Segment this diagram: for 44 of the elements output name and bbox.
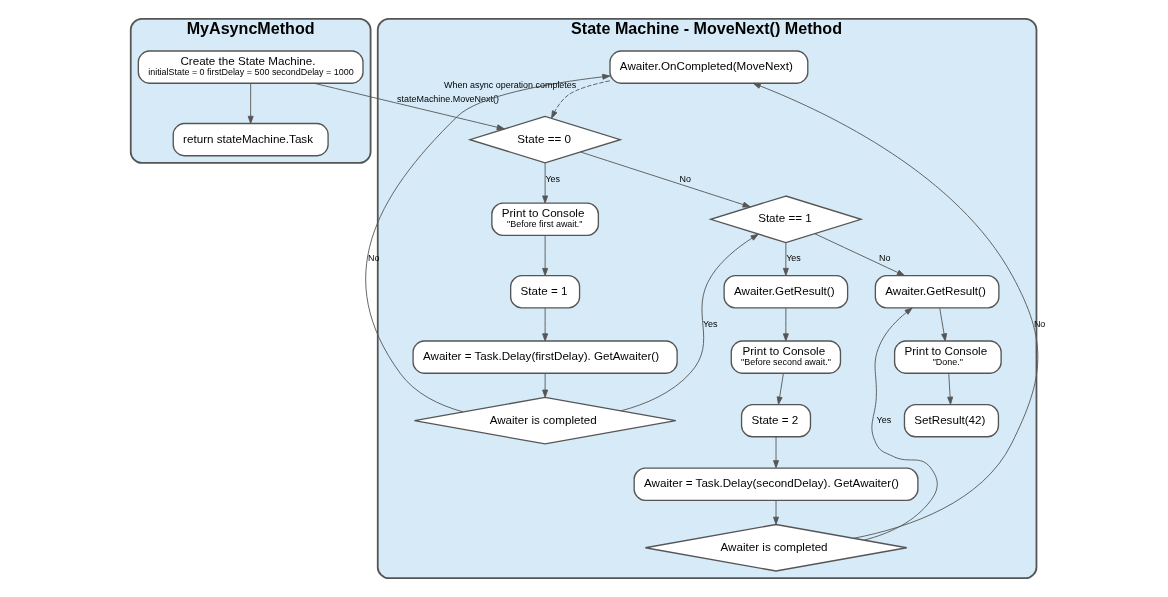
arrow [813, 233, 905, 277]
arrow [541, 307, 548, 342]
arrow [752, 82, 1038, 539]
arrow [863, 307, 938, 541]
edge-label: stateMachine.MoveNext() [396, 94, 499, 105]
node-box: Create the State Machine. initialState = 0 firstDelay = 500 secondDelay = 1000 [137, 50, 364, 84]
node-box: Awaiter = Task.Delay(secondDelay). GetAwaiter() [633, 467, 919, 501]
edge-label: No [678, 173, 691, 184]
arrow [619, 233, 759, 412]
arrow [938, 307, 947, 342]
node-box: SetResult(42) [903, 403, 999, 438]
node-box: Print to Console "Before second await." [730, 340, 841, 374]
arrow [946, 372, 953, 405]
arrow [541, 235, 548, 277]
node-diamond: Awaiter is completed [644, 523, 907, 572]
node-box: State = 2 [740, 403, 811, 438]
arrow [364, 73, 610, 413]
edge-label: Yes [785, 253, 801, 264]
node-diamond: Awaiter is completed [413, 396, 676, 445]
arrow [313, 82, 505, 131]
node-box: Print to Console "Before first await." [490, 202, 599, 237]
arrow [772, 436, 779, 469]
arrow [247, 82, 254, 124]
edge-label: Yes [702, 318, 718, 329]
node-diamond: State == 0 [467, 115, 623, 164]
arrow [541, 372, 548, 398]
arrow [579, 151, 751, 208]
arrow [776, 372, 784, 405]
arrow [550, 80, 610, 119]
arrow [782, 242, 789, 276]
node-box: Print to Console "Done." [893, 340, 1002, 374]
edge-label: Yes [876, 414, 891, 425]
node-box: State = 1 [509, 275, 580, 309]
node-box: Awaiter.GetResult() [874, 275, 1000, 309]
node-box: return stateMachine.Task [172, 122, 329, 157]
edge-label: When async operation completes [443, 80, 576, 91]
edge-label: Yes [544, 173, 560, 184]
arrow [782, 307, 789, 342]
arrow [772, 499, 779, 525]
node-box: Awaiter.GetResult() [722, 275, 848, 309]
node-box: Awaiter.OnCompleted(MoveNext) [608, 50, 808, 84]
node-box: Awaiter = Task.Delay(firstDelay). GetAwaiter() [411, 340, 678, 374]
edge-label: No [878, 253, 890, 264]
arrow [541, 162, 548, 204]
